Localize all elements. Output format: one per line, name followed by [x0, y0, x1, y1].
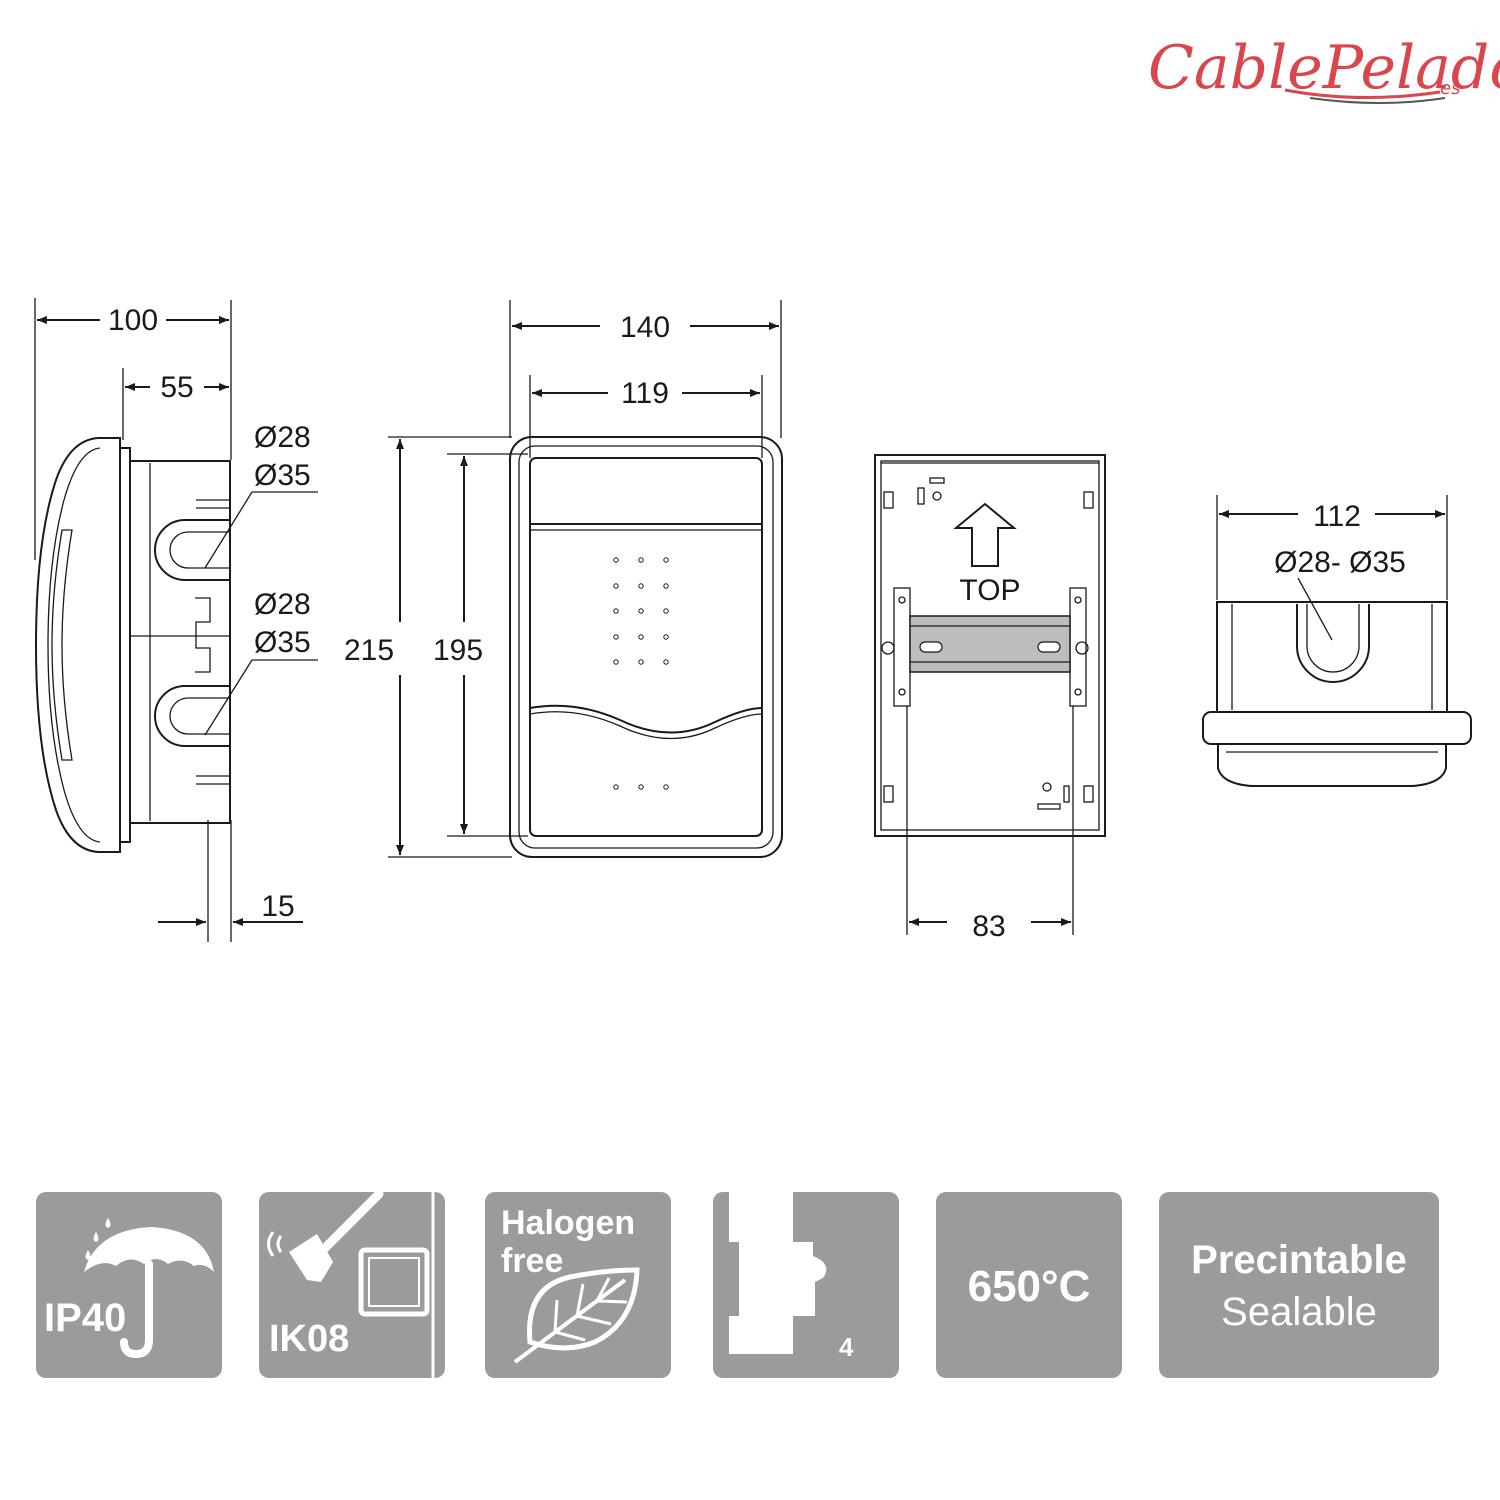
vent-hole — [613, 634, 619, 640]
side-knockout-bottom-label-1: Ø28 — [254, 588, 311, 621]
vent-hole — [663, 583, 669, 589]
brand-logo-suffix: es — [1440, 78, 1460, 99]
brand-logo: CablePelado es — [1148, 33, 1500, 104]
vent-hole — [638, 608, 644, 614]
badge-temperature: 650°C — [936, 1192, 1122, 1378]
dim-front-inner-width: 119 — [621, 377, 669, 410]
vent-hole — [663, 608, 669, 614]
badge-modules: 4 — [713, 1192, 899, 1378]
dim-side-total-depth: 100 — [108, 304, 158, 337]
badge-sealable-line1: Precintable — [1191, 1238, 1407, 1282]
top-arrow-icon — [953, 502, 1017, 567]
top-knockout-label: Ø28- Ø35 — [1274, 546, 1406, 579]
side-cover — [34, 437, 121, 853]
badge-sealable: Precintable Sealable — [1159, 1192, 1439, 1378]
top-flange — [1202, 711, 1472, 745]
badge-modules-label: 4 — [839, 1332, 854, 1362]
badge-halogen-free: Halogen free — [485, 1192, 671, 1378]
dim-back-rail-spacing: 83 — [972, 910, 1005, 943]
back-base — [874, 454, 1106, 837]
leaf-icon — [513, 1267, 640, 1364]
front-view: 140 119 215 195 — [344, 300, 783, 858]
brand-logo-text: CablePelado — [1148, 33, 1500, 103]
vent-hole — [663, 784, 669, 790]
top-body — [1216, 601, 1448, 713]
umbrella-rain-icon — [84, 1218, 214, 1359]
side-knockout-bottom-label-2: Ø35 — [254, 626, 311, 659]
badge-temperature-label: 650°C — [967, 1262, 1091, 1311]
front-frame — [509, 436, 783, 858]
vent-hole — [613, 583, 619, 589]
badge-ik08: IK08 — [259, 1192, 445, 1378]
badge-ip40-label: IP40 — [44, 1296, 127, 1340]
front-door — [529, 457, 763, 837]
vent-hole — [613, 659, 619, 665]
vent-hole — [638, 659, 644, 665]
vent-hole — [613, 784, 619, 790]
logo-wire — [1309, 97, 1446, 104]
vent-hole — [638, 583, 644, 589]
vent-hole — [663, 634, 669, 640]
front-vent-holes — [613, 557, 669, 790]
dim-front-outer-width: 140 — [620, 311, 670, 344]
logo-underline — [1284, 88, 1441, 100]
dim-side-flange: 15 — [261, 890, 294, 923]
vent-hole — [638, 634, 644, 640]
badge-halogen-line2: free — [501, 1242, 564, 1280]
din-module-icon — [729, 1192, 827, 1354]
badge-ik08-label: IK08 — [269, 1318, 350, 1360]
dim-front-inner-height: 195 — [433, 634, 483, 667]
back-top-label: TOP — [959, 574, 1020, 607]
top-view: 112 Ø28- Ø35 — [1202, 495, 1472, 787]
side-knockout-top-label-2: Ø35 — [254, 459, 311, 492]
side-view: 100 55 15 Ø28 Ø35 Ø28 — [34, 298, 318, 942]
badge-sealable-line2: Sealable — [1221, 1290, 1377, 1334]
badge-ip40: IP40 — [36, 1192, 222, 1378]
dim-side-body-depth: 55 — [160, 371, 193, 404]
hammer-impact-icon — [267, 1192, 435, 1378]
vent-hole — [638, 784, 644, 790]
dim-top-width: 112 — [1313, 500, 1361, 533]
vent-hole — [613, 608, 619, 614]
dim-front-outer-height: 215 — [344, 634, 394, 667]
side-knockout-top-label-1: Ø28 — [254, 421, 311, 454]
back-view: TOP 83 — [874, 454, 1106, 943]
vent-hole — [663, 557, 669, 563]
vent-hole — [613, 557, 619, 563]
vent-hole — [638, 557, 644, 563]
vent-hole — [663, 659, 669, 665]
badge-halogen-line1: Halogen — [501, 1204, 636, 1242]
